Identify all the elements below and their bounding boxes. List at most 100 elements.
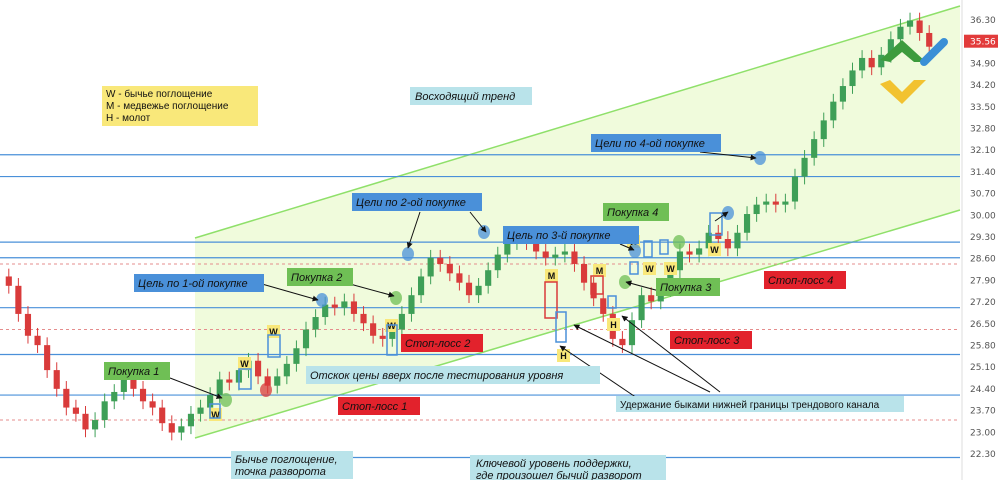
candle-body <box>782 201 789 205</box>
candle-body <box>437 257 444 264</box>
annotation-arrow <box>573 324 711 393</box>
pattern-badge-text: H <box>610 320 617 330</box>
horizontal-levels <box>0 154 960 459</box>
annotation-arrow <box>469 211 487 233</box>
candle-body <box>465 282 473 296</box>
pattern-badge-text: W <box>240 359 249 369</box>
channel-lower-line <box>194 209 961 439</box>
price-tick-label: 29.30 <box>970 233 996 243</box>
current-price-badge <box>964 34 998 48</box>
candle-body <box>485 270 492 286</box>
buy1-label: Покупка 1 <box>108 366 159 378</box>
candle-body <box>15 285 22 314</box>
pattern-badge-text: H <box>560 351 567 361</box>
target4-label: Цели по 4-ой покупке <box>595 138 705 150</box>
stop2-label: Стоп-лосс 2 <box>405 338 470 350</box>
candle-body <box>255 360 262 377</box>
price-tick-label: 23.00 <box>970 428 996 438</box>
candle-body <box>360 313 367 324</box>
price-tick-label: 24.40 <box>970 385 996 395</box>
price-tick-label: 28.60 <box>970 255 996 265</box>
candle-body <box>302 329 310 349</box>
candle-body <box>92 420 99 430</box>
price-tick-label: 30.70 <box>970 190 996 200</box>
candle-body <box>590 282 597 299</box>
candle-body <box>341 301 348 308</box>
candle-body <box>839 86 846 102</box>
price-tick-label: 34.20 <box>970 81 996 91</box>
pattern-box <box>555 311 567 343</box>
target3-label: Цель по 3-й покупке <box>507 230 610 242</box>
engulf-label-2: точка разворота <box>235 466 326 478</box>
candle-body <box>878 54 885 68</box>
stop1-label: Стоп-лосс 1 <box>342 401 407 413</box>
candle-body <box>906 20 914 27</box>
support-label-2: где произошел бычий разворот <box>476 470 642 480</box>
candle-body <box>638 295 645 321</box>
annotation-arrow <box>621 315 721 393</box>
price-tick-label: 27.20 <box>970 298 996 308</box>
bounce-label: Отскок цены вверх после тестирования уро… <box>310 370 563 382</box>
candle-body <box>216 379 223 396</box>
annotation-arrow <box>406 211 421 249</box>
candle-body <box>379 335 386 339</box>
signal-marker <box>390 291 402 305</box>
candle-body <box>580 263 588 283</box>
pattern-badge <box>557 349 570 362</box>
candle-body <box>44 345 51 371</box>
candle-body <box>801 157 808 177</box>
support-label-1: Ключевой уровень поддержки, <box>476 458 632 470</box>
candle-body <box>772 201 779 205</box>
candle-body <box>82 413 89 430</box>
engulf-label-1: Бычье поглощение, <box>235 454 338 466</box>
annotation-arrow <box>699 151 757 161</box>
pattern-badge <box>607 318 620 331</box>
candle-body <box>791 176 799 202</box>
candle-body <box>34 335 41 346</box>
stop3-label: Стоп-лосс 3 <box>674 335 740 347</box>
signal-marker <box>402 247 414 261</box>
pattern-box <box>386 324 398 356</box>
price-tick-label: 36.30 <box>970 16 996 26</box>
candle-body <box>264 376 271 386</box>
price-tick-label: 33.50 <box>970 103 996 113</box>
signal-marker <box>619 275 631 289</box>
candle-body <box>676 251 683 271</box>
candle-body <box>830 101 837 121</box>
candle-body <box>686 251 693 255</box>
annotation-arrow <box>261 283 319 302</box>
candle-body <box>561 251 568 255</box>
candle-body <box>5 276 12 286</box>
price-tick-label: 32.80 <box>970 125 996 135</box>
candle-body <box>648 295 655 302</box>
annotation-arrow <box>714 211 729 222</box>
annotation-arrow <box>169 377 223 399</box>
pattern-badge-text: W <box>269 327 278 337</box>
pattern-box <box>544 281 558 319</box>
candle-body <box>322 304 329 318</box>
candle-body <box>628 320 636 346</box>
stop4-label: Стоп-лосс 4 <box>768 275 833 287</box>
candle-body <box>120 379 127 392</box>
candle-body <box>887 39 894 55</box>
annotation-arrow <box>349 283 395 298</box>
candle-body <box>427 257 434 277</box>
pattern-badge <box>593 264 606 277</box>
hold-label: Удержание быками нижней границы трендово… <box>620 399 880 411</box>
logo <box>880 38 948 104</box>
pattern-box <box>643 240 653 258</box>
buy2-label: Покупка 2 <box>291 272 342 284</box>
signal-marker <box>629 244 641 258</box>
signal-marker <box>316 293 328 307</box>
candle-body <box>571 251 578 264</box>
candle-body <box>475 285 482 296</box>
price-tick-label: 30.00 <box>970 211 996 221</box>
price-tick-label: 25.10 <box>970 363 996 373</box>
candle-body <box>926 32 933 47</box>
candle-body <box>868 57 875 68</box>
pattern-badge-text: W <box>666 264 675 274</box>
candle-body <box>763 201 770 205</box>
candle-body <box>743 214 751 233</box>
candle-body <box>226 379 233 383</box>
